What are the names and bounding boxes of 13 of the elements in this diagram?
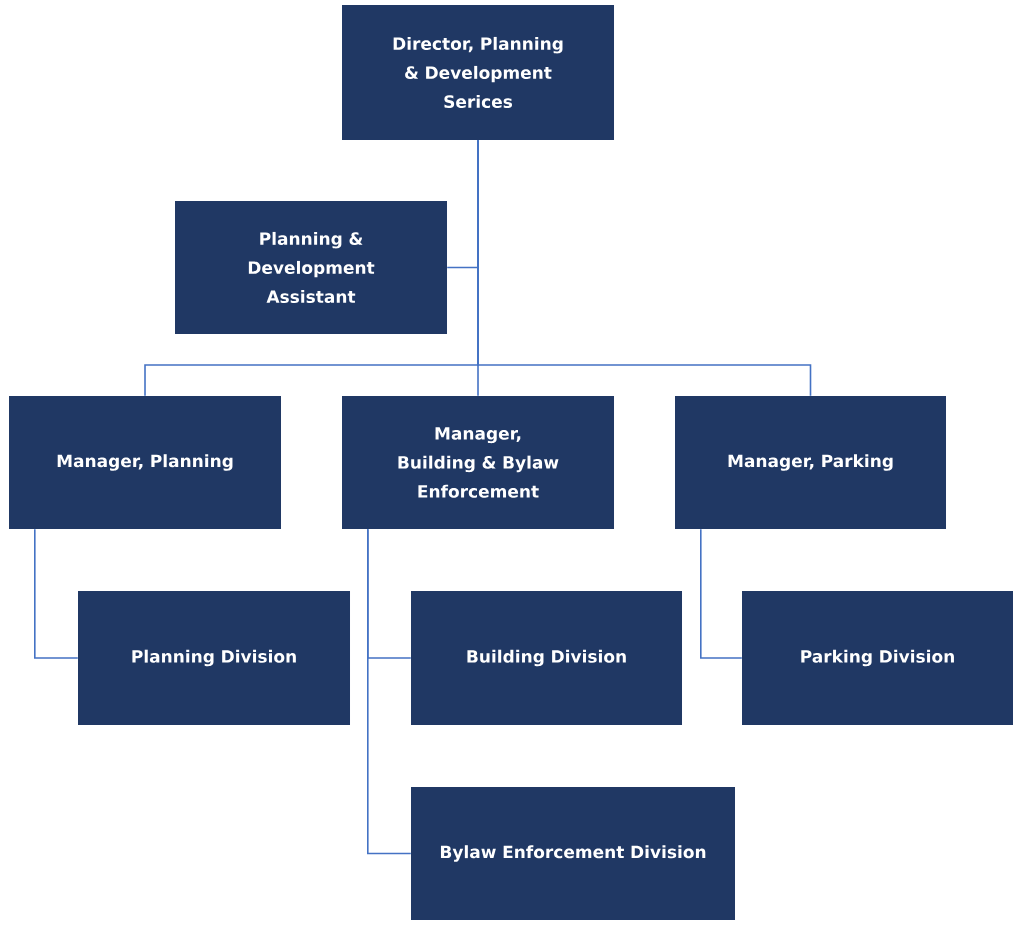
connector-line: [34, 528, 79, 659]
org-box: Planning Division: [78, 591, 350, 725]
org-box: Manager, Planning: [9, 396, 281, 529]
org-box: Building Division: [411, 591, 682, 725]
org-box: Planning & Development Assistant: [175, 201, 447, 334]
connector-line: [367, 528, 412, 855]
org-box: Director, Planning & Development Serices: [342, 5, 614, 140]
org-box: Manager, Parking: [675, 396, 946, 529]
connector-line: [700, 528, 743, 659]
connector-line: [477, 139, 812, 397]
org-box: Manager, Building & Bylaw Enforcement: [342, 396, 614, 529]
org-box: Bylaw Enforcement Division: [411, 787, 735, 920]
org-box: Parking Division: [742, 591, 1013, 725]
